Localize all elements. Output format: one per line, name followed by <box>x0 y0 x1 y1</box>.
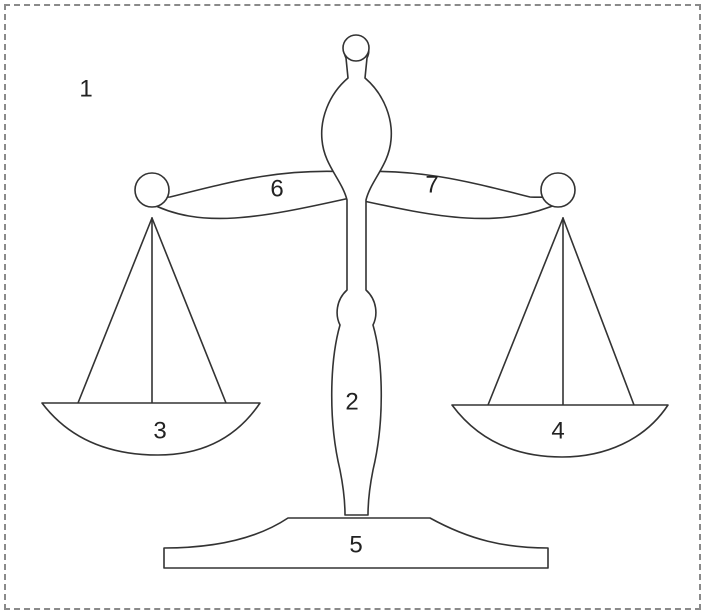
label-4: 4 <box>551 417 564 444</box>
right-string-outer-right <box>563 218 634 405</box>
top-finial <box>343 35 369 61</box>
left-string-outer-left <box>78 218 152 403</box>
left-beam-knob <box>135 173 169 207</box>
label-6: 6 <box>270 175 283 202</box>
right-string-outer-left <box>488 218 563 405</box>
left-string-outer-right <box>152 218 226 403</box>
right-beam-knob <box>541 173 575 207</box>
label-7: 7 <box>425 171 438 198</box>
label-5: 5 <box>349 531 362 558</box>
pillar-shape <box>322 40 392 515</box>
label-2: 2 <box>345 388 358 415</box>
label-1: 1 <box>79 75 92 102</box>
left-pan-shape <box>42 403 260 455</box>
label-3: 3 <box>153 417 166 444</box>
